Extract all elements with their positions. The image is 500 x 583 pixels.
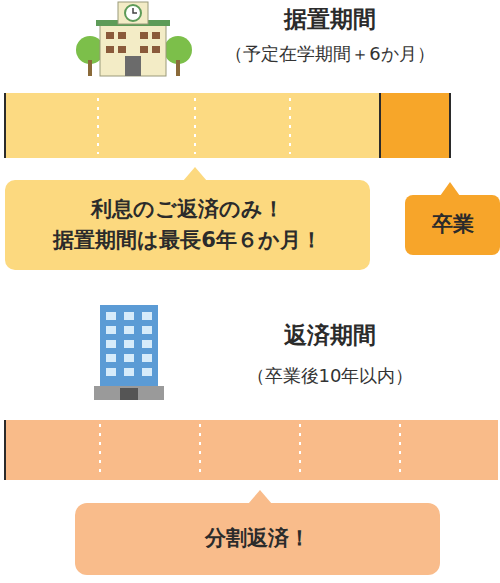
callout-text: 利息のご返済のみ！ 据置期間は最長6年６か月！ [17,194,358,257]
deferment-band [5,93,380,158]
band-end [4,420,6,480]
office-door [120,388,138,400]
callout-text: 卒業 [432,209,474,241]
office-body [100,305,158,387]
callout-pointer [248,490,272,504]
tree-trunk [88,60,92,76]
period-heading: 返済期間 [284,320,376,351]
callout-pointer [183,167,207,181]
tree-trunk [176,60,180,76]
school-icon [76,2,192,76]
callout-box: 分割返済！ [75,503,440,575]
callout-box: 卒業 [405,195,500,255]
tree [164,36,192,64]
callout-pointer [440,182,460,196]
clock-hands [133,8,137,13]
period-note: （予定在学期間＋6か月） [225,42,434,66]
school-door [125,56,141,76]
period-note: （卒業後10年以内） [247,364,414,388]
school-tower [118,2,148,24]
grace-band [380,93,450,158]
school-windows [106,32,160,53]
callout-text: 分割返済！ [205,523,310,555]
school-body [100,22,166,76]
clock [125,5,141,21]
band-dividers [100,424,400,476]
office-icon [94,305,164,400]
office-base [94,386,164,400]
repayment-band [5,420,498,480]
band-dividers [98,98,290,154]
office-windows [106,312,152,376]
band-ends [5,93,450,158]
period-heading: 据置期間 [284,4,376,35]
callout-box: 利息のご返済のみ！ 据置期間は最長6年６か月！ [5,180,370,270]
